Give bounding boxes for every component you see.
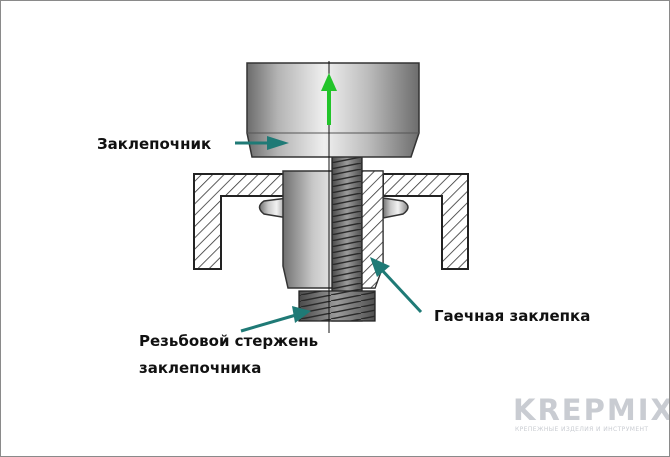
up-arrow-icon bbox=[321, 73, 337, 125]
stem-lower-threads bbox=[299, 291, 375, 321]
krepmix-logo: KREPMIX КРЕПЕЖНЫЕ ИЗДЕЛИЯ И ИНСТРУМЕНТ bbox=[513, 393, 670, 433]
logo-brand: KREPMIX bbox=[513, 393, 670, 427]
callout-arrow-nut-rivet bbox=[370, 257, 423, 314]
callout-arrow-stem bbox=[240, 306, 311, 333]
callout-arrow-rivet-tool bbox=[235, 136, 289, 150]
rivet-collar-right bbox=[382, 197, 409, 219]
label-nut-rivet: Гаечная заклепка bbox=[434, 307, 591, 325]
sheet-left bbox=[193, 173, 290, 270]
logo-tagline: КРЕПЕЖНЫЕ ИЗДЕЛИЯ И ИНСТРУМЕНТ bbox=[515, 426, 649, 433]
label-threaded-stem-line2: заклепочника bbox=[139, 359, 262, 377]
sheet-right bbox=[382, 173, 469, 270]
rivet-collar-left bbox=[258, 197, 289, 219]
label-rivet-tool: Заклепочник bbox=[97, 135, 212, 153]
label-threaded-stem-line1: Резьбовой стержень bbox=[139, 332, 319, 350]
